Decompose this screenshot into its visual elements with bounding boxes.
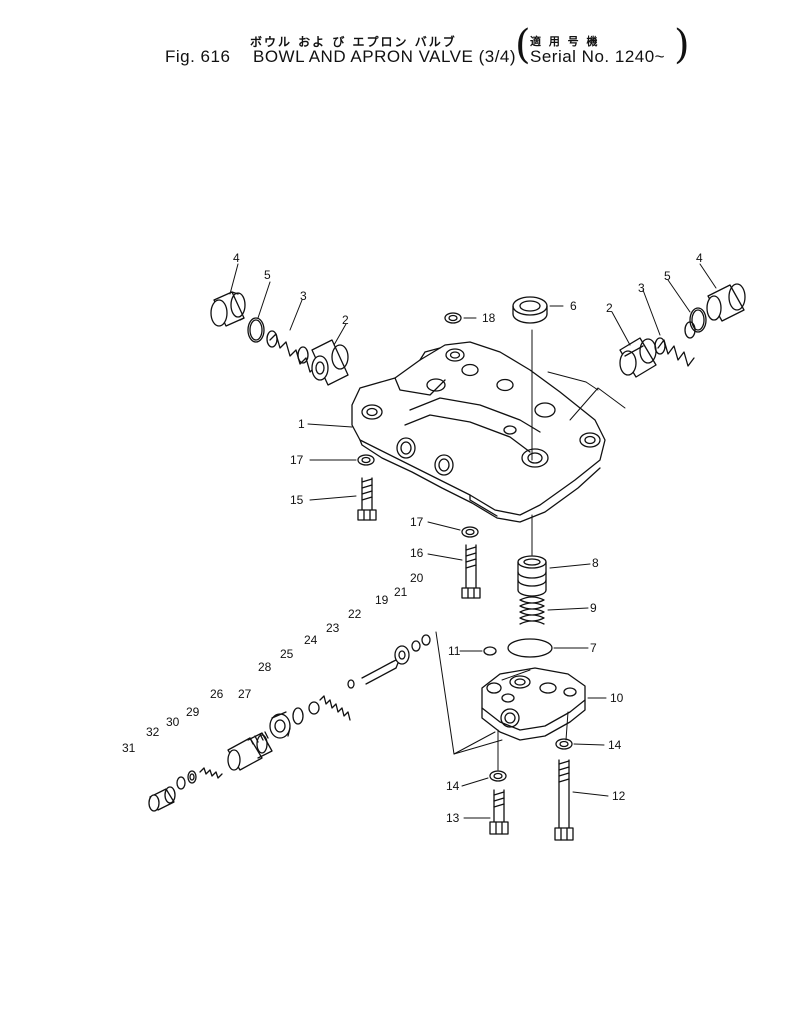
poppet-22-part: [361, 657, 401, 685]
callout-11: 11: [448, 644, 461, 658]
o-ring-11-part: [483, 646, 497, 656]
o-ring-7-part: [507, 638, 553, 658]
ball-23-part: [347, 679, 355, 689]
bolt-16-part: [461, 544, 481, 599]
callout-24: 24: [304, 633, 318, 647]
callout-1: 1: [298, 417, 305, 431]
top-washer-part: [444, 312, 462, 324]
callout-10: 10: [610, 691, 624, 705]
left-cap-plug-part: [210, 291, 246, 327]
ring-32-part: [176, 776, 186, 790]
sleeve-8-part: [517, 555, 547, 597]
right-o-ring-part: [689, 307, 707, 333]
washer-17-center-part: [461, 526, 479, 538]
callout-17-center: 17: [410, 515, 424, 529]
callout-23: 23: [326, 621, 340, 635]
leader-lines: [229, 263, 717, 819]
washer-14-left-part: [489, 770, 507, 782]
close-paren: ): [674, 22, 690, 68]
figure-title: BOWL AND APRON VALVE (3/4): [253, 47, 517, 66]
ring-25-part: [308, 701, 320, 715]
o-ring-20-part: [421, 634, 431, 646]
seat-19-part: [394, 645, 410, 665]
callout-17-left: 17: [290, 453, 304, 467]
callout-3-left: 3: [300, 289, 307, 303]
callout-2-right: 2: [606, 301, 613, 315]
applicability-label-jp: 適 用 号 機: [530, 35, 600, 48]
callout-9: 9: [590, 601, 597, 615]
serial-number: Serial No. 1240~: [530, 47, 666, 66]
callout-12: 12: [612, 789, 626, 803]
left-piston-part: [311, 339, 349, 386]
callout-4-left: 4: [233, 251, 240, 265]
callout-21: 21: [394, 585, 408, 599]
callout-31: 31: [122, 741, 136, 755]
callout-28: 28: [258, 660, 272, 674]
left-o-ring-part: [247, 317, 265, 343]
cap-31-part: [148, 786, 176, 812]
callout-18: 18: [482, 311, 496, 325]
open-paren: (: [515, 22, 531, 68]
top-seal-part: [512, 296, 548, 324]
callout-14-right: 14: [608, 738, 622, 752]
callout-labels: 4 5 3 2 4 5 3 2 6 18 1 17 15 17 16 8 9 7…: [122, 251, 703, 825]
assembly-guide-lines: [435, 329, 626, 771]
callout-14-left: 14: [446, 779, 460, 793]
callout-32: 32: [146, 725, 160, 739]
japanese-title: ボウル およ び エプロン バルブ: [250, 35, 457, 49]
left-spring-part: [266, 330, 317, 373]
right-spring-part: [654, 321, 696, 367]
callout-30: 30: [166, 715, 180, 729]
callout-4-right: 4: [696, 251, 703, 265]
spring-9-part: [519, 596, 545, 625]
callout-8: 8: [592, 556, 599, 570]
bolt-13-part: [489, 789, 509, 835]
callout-2-left: 2: [342, 313, 349, 327]
callout-20: 20: [410, 571, 424, 585]
apron-valve-body-part: [481, 667, 586, 741]
callout-29: 29: [186, 705, 200, 719]
callout-19: 19: [375, 593, 389, 607]
ring-21-part: [411, 640, 421, 652]
adjuster-26-part: [227, 731, 273, 771]
callout-25: 25: [280, 647, 294, 661]
callout-15: 15: [290, 493, 304, 507]
callout-7: 7: [590, 641, 597, 655]
washer-17-left-part: [357, 454, 375, 466]
nut-27-part: [269, 711, 291, 739]
figure-number: Fig. 616: [165, 47, 231, 66]
callout-13: 13: [446, 811, 460, 825]
callout-22: 22: [348, 607, 362, 621]
callout-5-right: 5: [664, 269, 671, 283]
callout-27: 27: [238, 687, 252, 701]
valve-body-part: [351, 341, 606, 523]
callout-26: 26: [210, 687, 224, 701]
washer-14-right-part: [555, 738, 573, 750]
callout-5-left: 5: [264, 268, 271, 282]
nut-30-part: [187, 770, 197, 784]
right-cap-plug-part: [706, 283, 746, 322]
callout-16: 16: [410, 546, 424, 560]
spring-24-part: [319, 695, 351, 721]
callout-6: 6: [570, 299, 577, 313]
bolt-12-part: [554, 759, 574, 841]
o-ring-28-part: [292, 707, 304, 725]
callout-3-right: 3: [638, 281, 645, 295]
bolt-15-part: [357, 477, 377, 521]
right-piston-part: [619, 337, 657, 378]
screw-29-part: [199, 767, 223, 779]
